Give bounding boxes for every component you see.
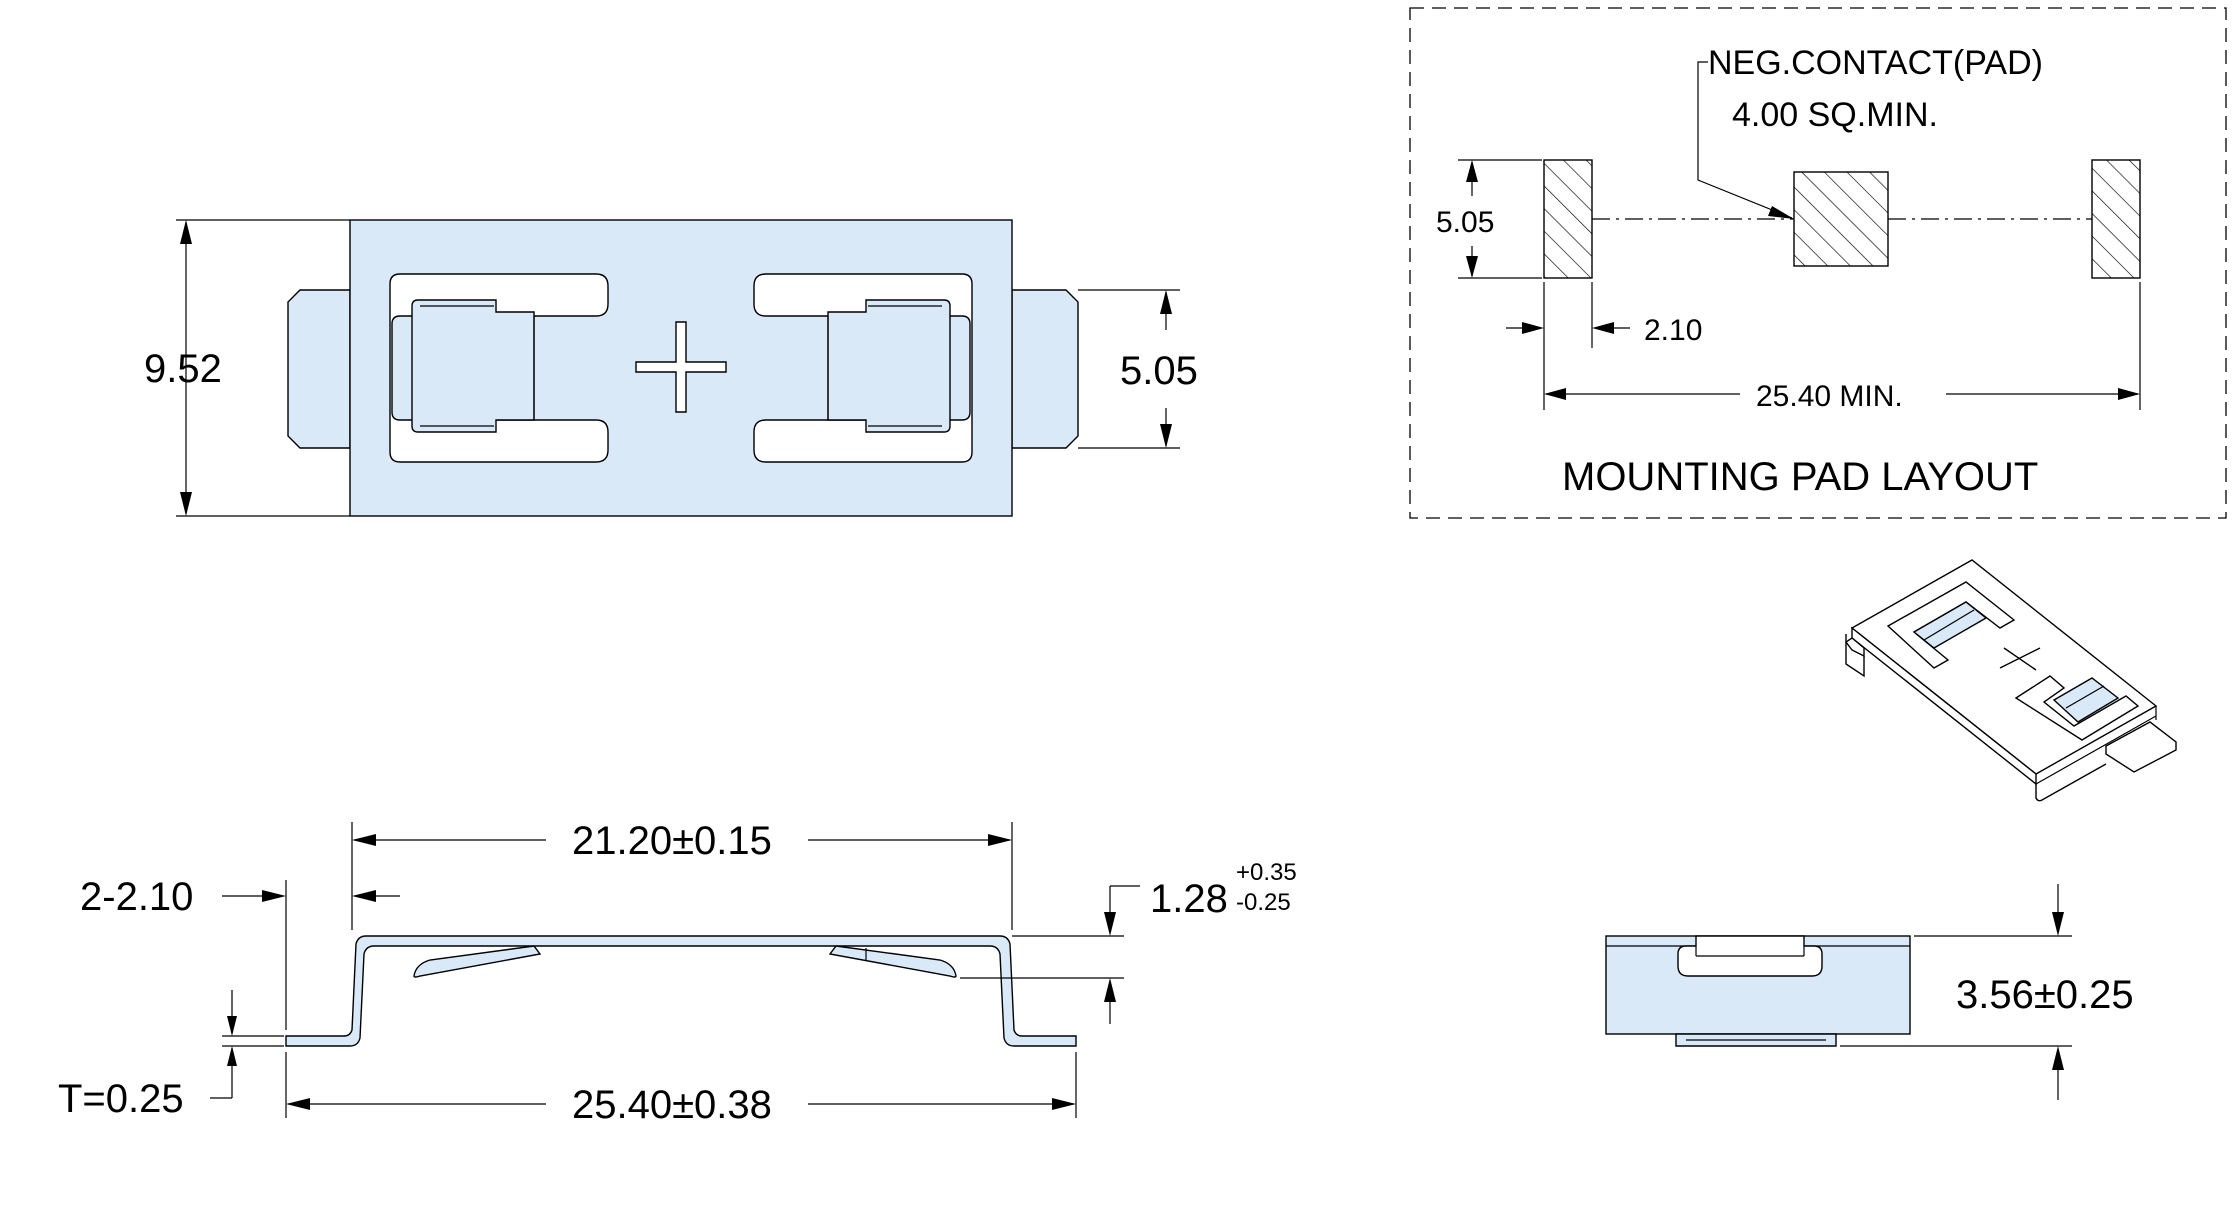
height-dimension-side: 1.28	[1150, 877, 1228, 921]
neg-contact-pad	[1793, 171, 1889, 267]
top-width-dimension: 21.20±0.15	[572, 819, 772, 863]
left-spring-side	[413, 945, 542, 978]
iso-right-opening	[2014, 675, 2140, 741]
pad-width-dimension: 2.10	[1644, 314, 1702, 347]
overall-length-dimension: 25.40±0.38	[572, 1083, 772, 1127]
right-spring-contact	[827, 299, 951, 433]
side-view: 21.20±0.15 2-2.10 1.28 +0.35 -0.25 T=0.2…	[58, 819, 1297, 1127]
neg-contact-size: 4.00 SQ.MIN.	[1732, 96, 1938, 134]
pad-layout-title: MOUNTING PAD LAYOUT	[1562, 455, 2038, 499]
end-height-dimension: 3.56±0.25	[1956, 973, 2134, 1017]
pad-height-dimension: 5.05	[1436, 206, 1494, 239]
thickness-dimension: T=0.25	[58, 1077, 184, 1121]
height-tolerance-plus: +0.35	[1236, 859, 1297, 886]
iso-plus-mark	[1999, 647, 2041, 671]
plus-mark	[635, 321, 727, 413]
step-dimension: 2-2.10	[80, 875, 193, 919]
iso-right-spring	[2052, 677, 2120, 723]
left-spring-contact	[411, 299, 535, 433]
holder-side-profile	[285, 935, 1077, 1047]
mounting-pad-layout: NEG.CONTACT(PAD) 4.00 SQ.MIN. 5.05 2.10 …	[1409, 7, 2227, 519]
top-view: 9.52 5.05	[144, 219, 1198, 517]
iso-left-flap	[1844, 637, 1865, 658]
right-tab	[1011, 289, 1079, 449]
height-dimension: 9.52	[144, 347, 222, 391]
left-pad	[1543, 159, 1593, 279]
right-pad	[2091, 159, 2141, 279]
iso-right-tab	[2105, 721, 2177, 773]
right-spring-side	[828, 945, 957, 978]
height-tolerance-minus: -0.25	[1236, 889, 1291, 916]
left-tab	[287, 289, 351, 449]
tab-dimension: 5.05	[1120, 349, 1198, 393]
pad-span-dimension: 25.40 MIN.	[1756, 380, 1903, 413]
neg-contact-label: NEG.CONTACT(PAD)	[1708, 44, 2043, 82]
pad-layout-frame	[1409, 7, 2227, 519]
isometric-view	[1844, 559, 2177, 802]
end-view: 3.56±0.25	[1605, 884, 2134, 1100]
